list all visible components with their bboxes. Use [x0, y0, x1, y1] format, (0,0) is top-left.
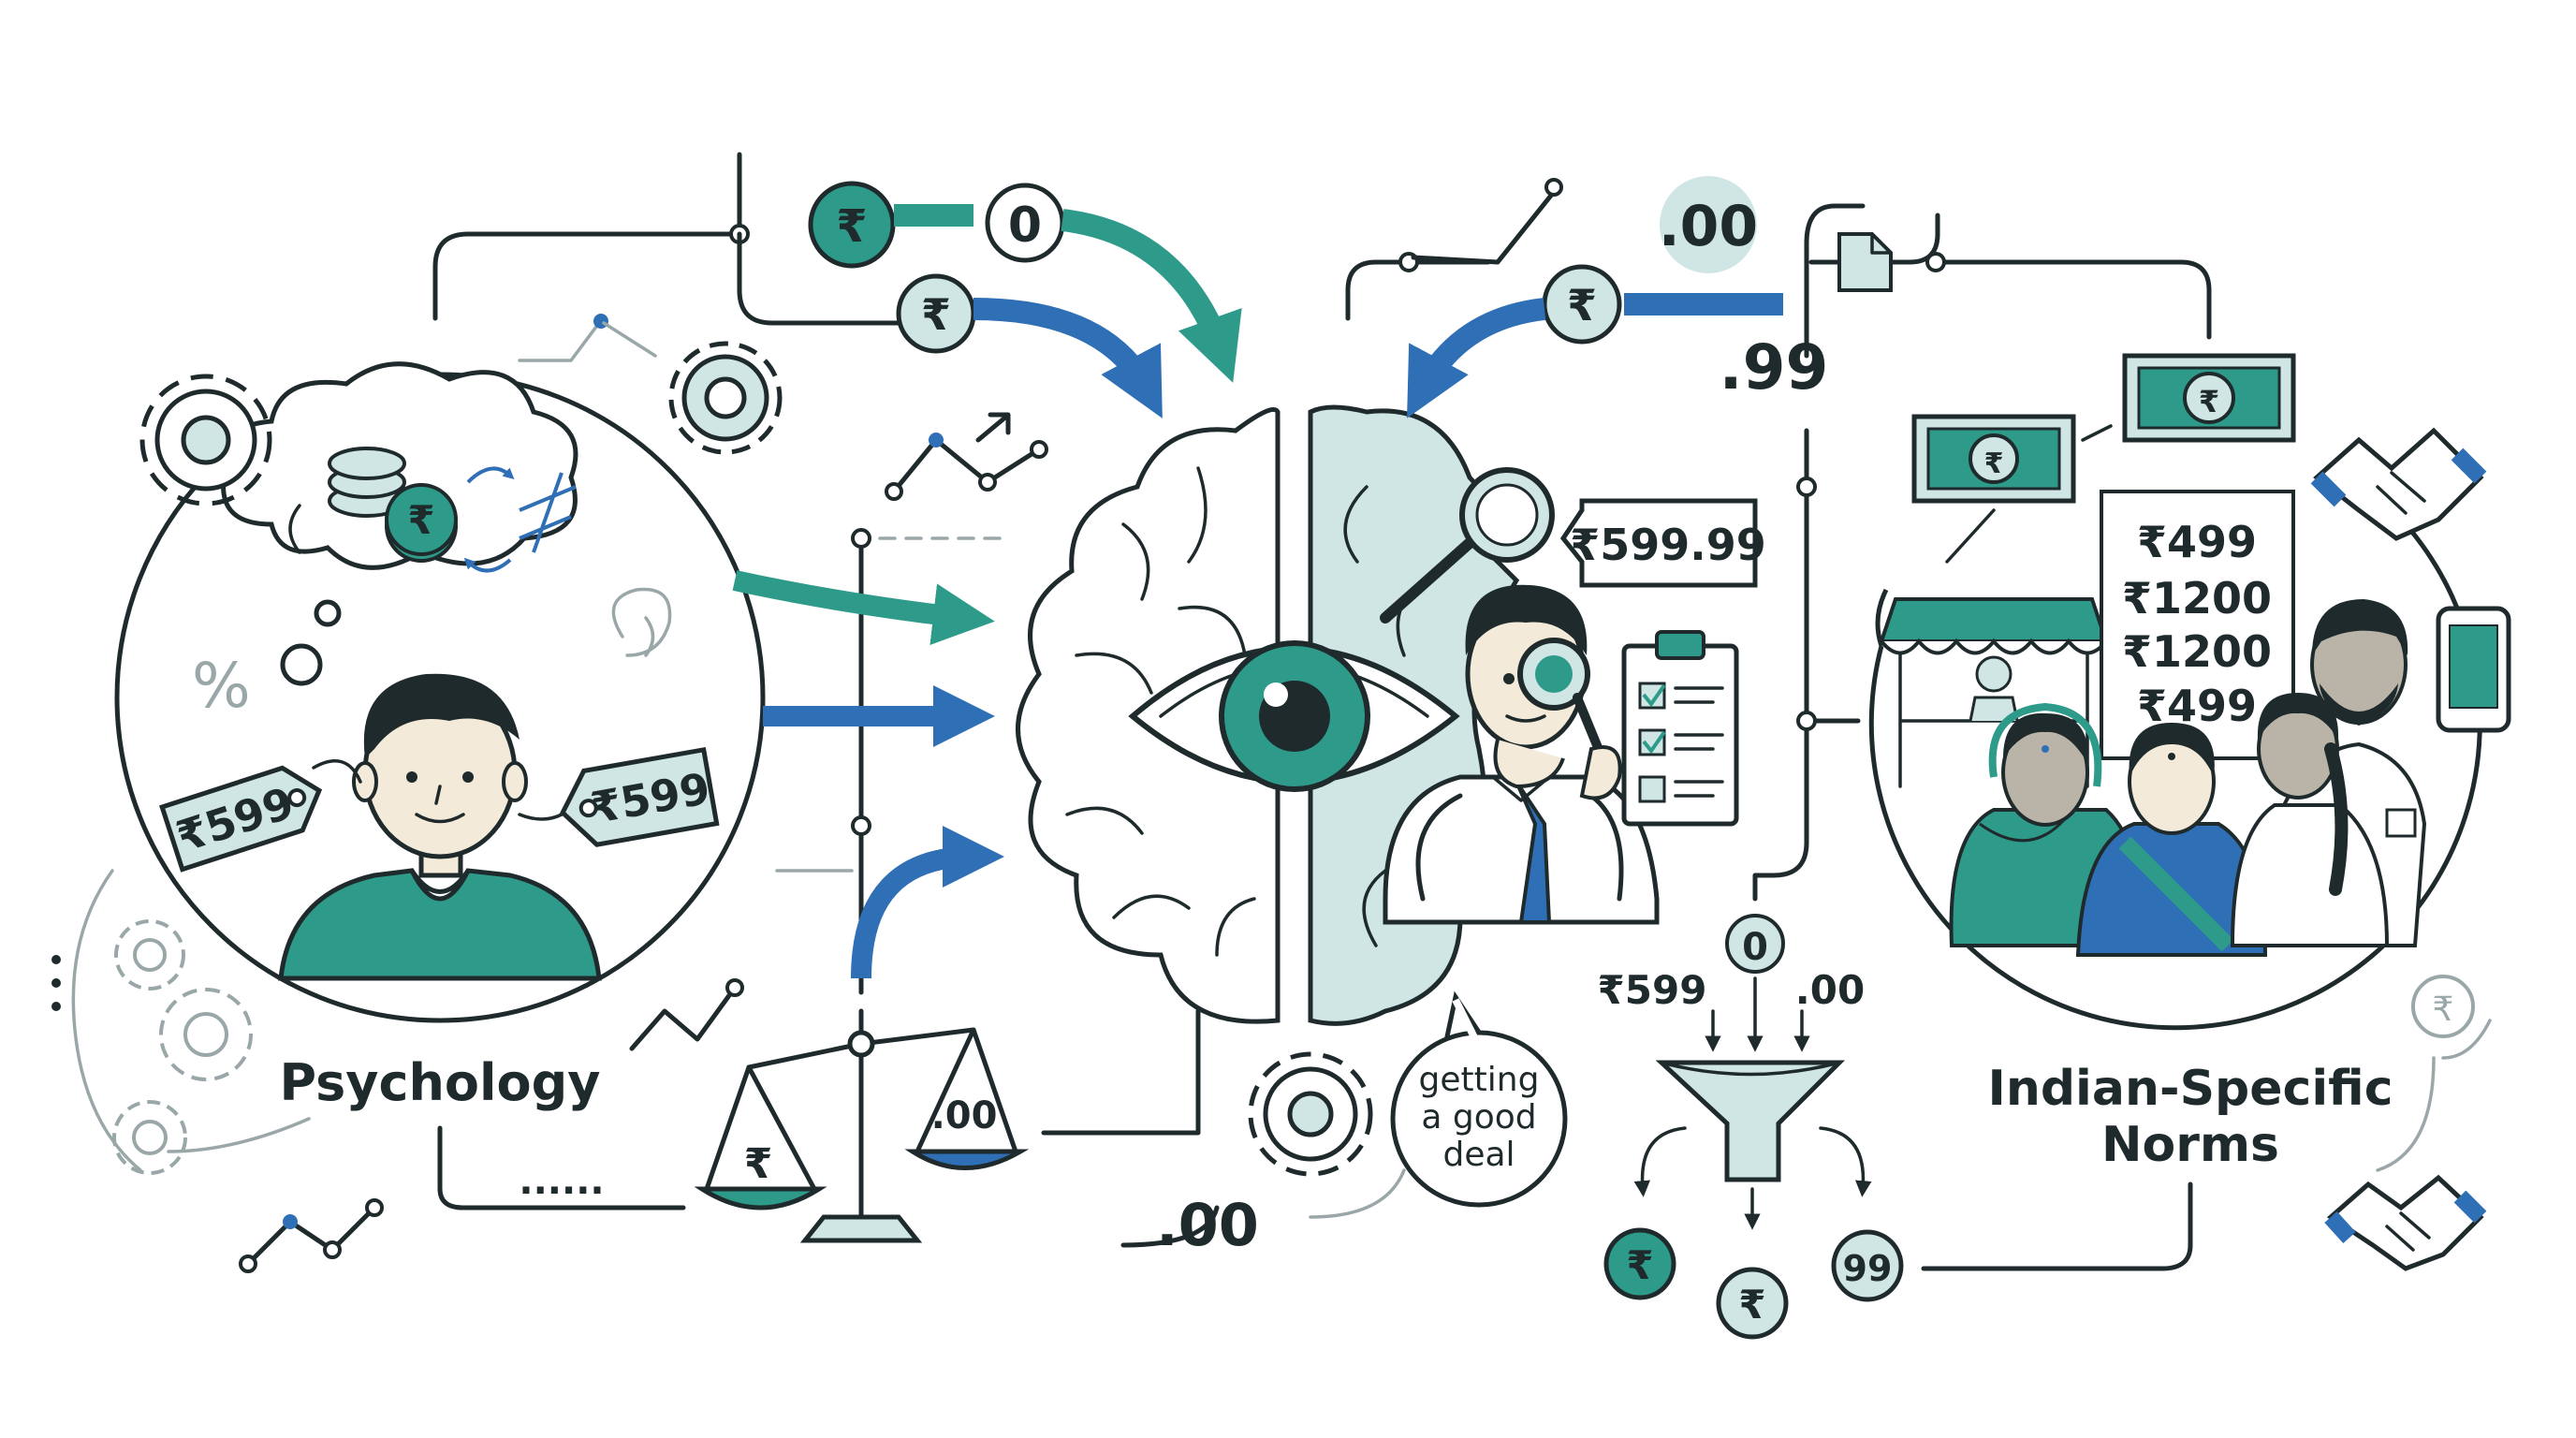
magnifier-icon	[1380, 467, 1555, 624]
indian-norms-section: ₹499 ₹1200 ₹1200 ₹499	[1868, 490, 2482, 1173]
gear-icon	[139, 374, 272, 506]
rupee-coin-icon: ₹	[2411, 975, 2475, 1038]
funnel-input-decimal: .00	[1795, 967, 1865, 1013]
psychology-label: Psychology	[280, 1053, 601, 1112]
decimal-zero-label: .00	[1156, 1191, 1259, 1259]
balance-scale-icon: ₹ .00	[694, 1008, 1030, 1243]
rupee-coin-icon: ₹	[808, 181, 896, 269]
handshake-icon	[2310, 427, 2487, 541]
svg-text:₹: ₹	[1738, 1282, 1765, 1328]
gear-icon	[112, 1100, 187, 1175]
price-board-item: ₹1200	[2122, 626, 2272, 677]
trend-graph-icon	[1411, 178, 1563, 265]
rupee-coin-icon: ₹	[385, 483, 458, 563]
psychology-section: ₹ % ₹599	[114, 361, 766, 1112]
banknote-icon: ₹	[1911, 414, 2076, 504]
smartphone-icon	[2436, 606, 2511, 733]
connector-lines	[71, 152, 2492, 1271]
trend-graph-icon	[239, 1198, 384, 1273]
funnel-section: 0 ₹599 .00 ₹ ₹ 99	[1598, 914, 1904, 1340]
funnel-input-price: ₹599	[1598, 967, 1707, 1013]
gear-icon	[159, 988, 253, 1081]
svg-text:₹599.99: ₹599.99	[1570, 520, 1766, 570]
svg-text:₹: ₹	[1984, 448, 2004, 480]
speech-bubble-icon: getting a good deal	[1390, 990, 1568, 1208]
dot-ninety-nine-label: .99	[1720, 331, 1829, 404]
clipboard-checklist-icon	[1621, 630, 1739, 827]
price-board-item: ₹499	[2137, 681, 2257, 731]
svg-text:₹: ₹	[2433, 990, 2454, 1029]
svg-text:₹: ₹	[407, 497, 434, 543]
rupee-coin-icon: ₹	[896, 273, 976, 354]
indian-norms-label-line2: Norms	[2101, 1117, 2279, 1173]
percent-icon: %	[192, 650, 251, 722]
svg-text:₹: ₹	[1567, 280, 1597, 330]
coin-stack-icon	[328, 447, 406, 518]
dots-icon	[51, 955, 61, 1011]
gear-icon	[668, 341, 783, 455]
good-deal-text-3: deal	[1442, 1136, 1515, 1174]
svg-text:₹: ₹	[836, 200, 867, 253]
svg-text:₹: ₹	[1626, 1242, 1653, 1288]
market-stall-icon	[1879, 597, 2109, 788]
ellipsis-text: ......	[519, 1160, 604, 1203]
gear-icon	[114, 919, 185, 990]
svg-text:₹: ₹	[921, 289, 951, 340]
svg-text:.00: .00	[1659, 194, 1758, 259]
svg-text:₹: ₹	[2199, 384, 2219, 419]
funnel-icon	[1655, 1060, 1846, 1182]
rupee-coin-icon: ₹	[1542, 264, 1622, 345]
trend-graph-icon	[885, 412, 1048, 501]
dot-zero-zero-badge: .00	[1659, 176, 1758, 273]
banknote-icon: ₹	[2122, 353, 2296, 443]
svg-text:0: 0	[1742, 926, 1768, 969]
eye-icon	[1128, 640, 1460, 792]
svg-text:99: 99	[1843, 1248, 1893, 1289]
good-deal-text-2: a good	[1421, 1098, 1536, 1137]
gear-icon	[1248, 1051, 1373, 1177]
person-avatar	[278, 673, 602, 981]
document-icon	[1837, 232, 1893, 292]
swirl-doodle-icon	[611, 587, 672, 657]
svg-text:0: 0	[1008, 198, 1042, 254]
zigzag-graph-icon	[629, 978, 744, 1051]
flow-arrows-to-brain	[732, 570, 1004, 979]
price-board-item: ₹1200	[2122, 573, 2272, 624]
good-deal-text-1: getting	[1419, 1061, 1540, 1099]
svg-text:₹: ₹	[744, 1140, 773, 1188]
svg-text:.00: .00	[931, 1094, 998, 1137]
price-tag-right: ₹599	[518, 746, 720, 847]
people-group-icon	[1949, 599, 2427, 957]
handshake-icon	[2324, 1174, 2487, 1271]
analyst-person	[1383, 584, 1660, 925]
indian-norms-label-line1: Indian-Specific	[1987, 1061, 2393, 1117]
price-callout-bubble: ₹599.99	[1559, 498, 1766, 588]
price-board-item: ₹499	[2137, 517, 2257, 567]
zero-coin-icon: 0	[985, 183, 1065, 263]
